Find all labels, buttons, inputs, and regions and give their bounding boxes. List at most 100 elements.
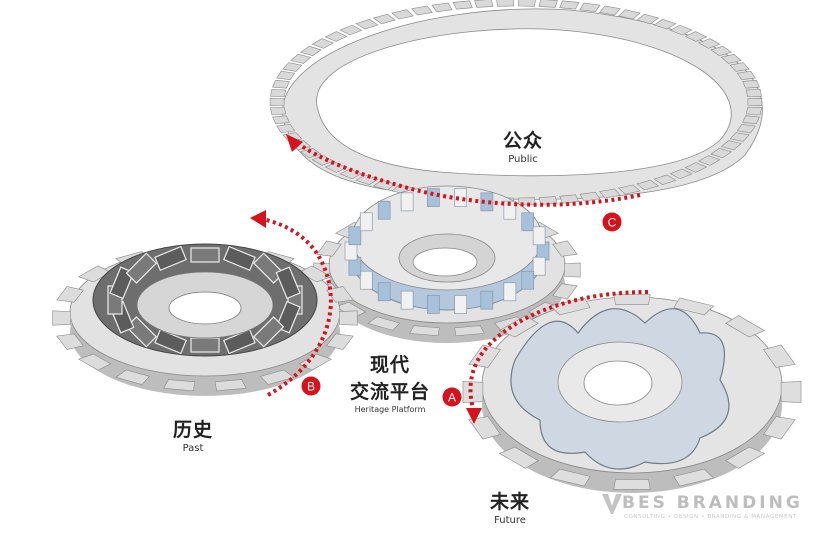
gear-tooth [52,310,71,326]
gear-tooth [579,191,601,202]
past-label-en: Past [182,443,204,454]
past-label-zh: 历史 [172,419,214,441]
heritage-label-en: Heritage Platform [354,405,426,414]
gear-tooth [563,262,581,278]
badge-b: B [301,376,321,396]
past-center-hole [168,291,242,325]
future-label-en: Future [494,515,526,526]
traditional-roof [154,245,187,272]
gear-tooth [725,315,766,338]
gear-tooth [468,416,502,440]
facade-block [480,192,494,212]
bes-logo-icon [602,494,622,514]
past-traditional-roofs [107,245,303,355]
facade-block [521,270,535,290]
facade-block [377,200,391,220]
facade-block [454,188,467,207]
gear-tooth [729,62,750,72]
future-center-hole [583,360,653,406]
public-label: 公众 Public [503,126,543,165]
gear-tooth [549,468,591,487]
future-gear-teeth [462,294,802,490]
traditional-roof [190,337,220,353]
gear-tooth [517,0,536,7]
gear-tooth [725,446,766,469]
traditional-roof [190,247,220,263]
gear-tooth [559,0,580,10]
badge-c-label: C [608,216,617,230]
future-label: 未来 Future [490,487,530,526]
gear-tooth [599,5,621,16]
heritage-label: 现代 交流平台 Heritage Platform [350,350,430,414]
badge-a-label: A [448,391,456,405]
gear-tooth [579,2,601,13]
traditional-roof [223,245,256,272]
gear-tooth [669,168,693,180]
gear-tooth [272,79,290,89]
heritage-label-zh-2: 交流平台 [349,381,431,403]
gear-tooth [599,188,621,199]
heritage-center-hole [412,247,478,277]
facade-block [532,256,546,276]
gear-tooth [391,9,414,20]
gear-tooth [339,168,363,180]
gear-tooth [762,416,796,440]
gear-tooth [538,0,558,8]
traditional-roof [275,266,301,300]
gear-tooth [710,45,733,57]
gear-tooth [259,369,295,385]
facade-block [521,212,535,232]
gear-tooth [698,38,721,49]
public-ring-gear [269,0,763,206]
public-label-zh: 公众 [502,130,544,152]
traditional-roof [223,328,256,355]
gear-tooth [367,316,401,331]
heritage-building-facade [344,188,550,314]
gear-tooth [498,446,539,469]
gear-tooth [276,70,296,81]
gear-tooth [780,381,802,403]
arrow-b-path [261,217,333,397]
gear-tooth [549,297,591,316]
gear-tooth [698,155,721,166]
past-label: 历史 Past [173,415,213,454]
gear-tooth [618,9,641,20]
gear-tooth [270,106,287,116]
gear-tooth [339,24,363,36]
future-label-zh: 未来 [489,491,531,513]
gear-tooth [673,468,715,487]
gear-tooth [56,333,84,350]
gear-tooth [270,88,287,98]
gear-tooth [684,162,708,173]
gear-tooth [339,310,358,326]
gear-tooth [355,18,379,30]
gear-tooth [684,31,708,42]
gear-tooth [311,38,334,49]
gear-tooth [559,194,580,204]
facade-block [480,290,494,310]
arrow-c-path [294,140,641,207]
facade-block [359,270,373,290]
facade-block [377,282,391,302]
gear-tooth [214,379,247,392]
gear-tooth [552,283,578,300]
facade-block [503,200,517,220]
gear-tooth [282,62,303,72]
facade-block [348,226,362,246]
gear-tooth [552,240,578,257]
gear-tooth [653,174,677,186]
facade-block [400,192,414,212]
heritage-platform-gear [313,185,581,343]
gear-tooth [742,115,760,125]
gear-tooth [720,53,742,64]
traditional-roof [125,252,158,284]
gear-tooth [299,45,322,57]
gear-tooth [411,5,433,16]
gear-tooth [326,333,354,350]
facade-block [427,295,440,314]
gear-tooth [409,325,440,337]
badge-b-label: B [307,380,315,394]
arrow-a-path [468,290,649,413]
gear-tooth [613,294,651,305]
